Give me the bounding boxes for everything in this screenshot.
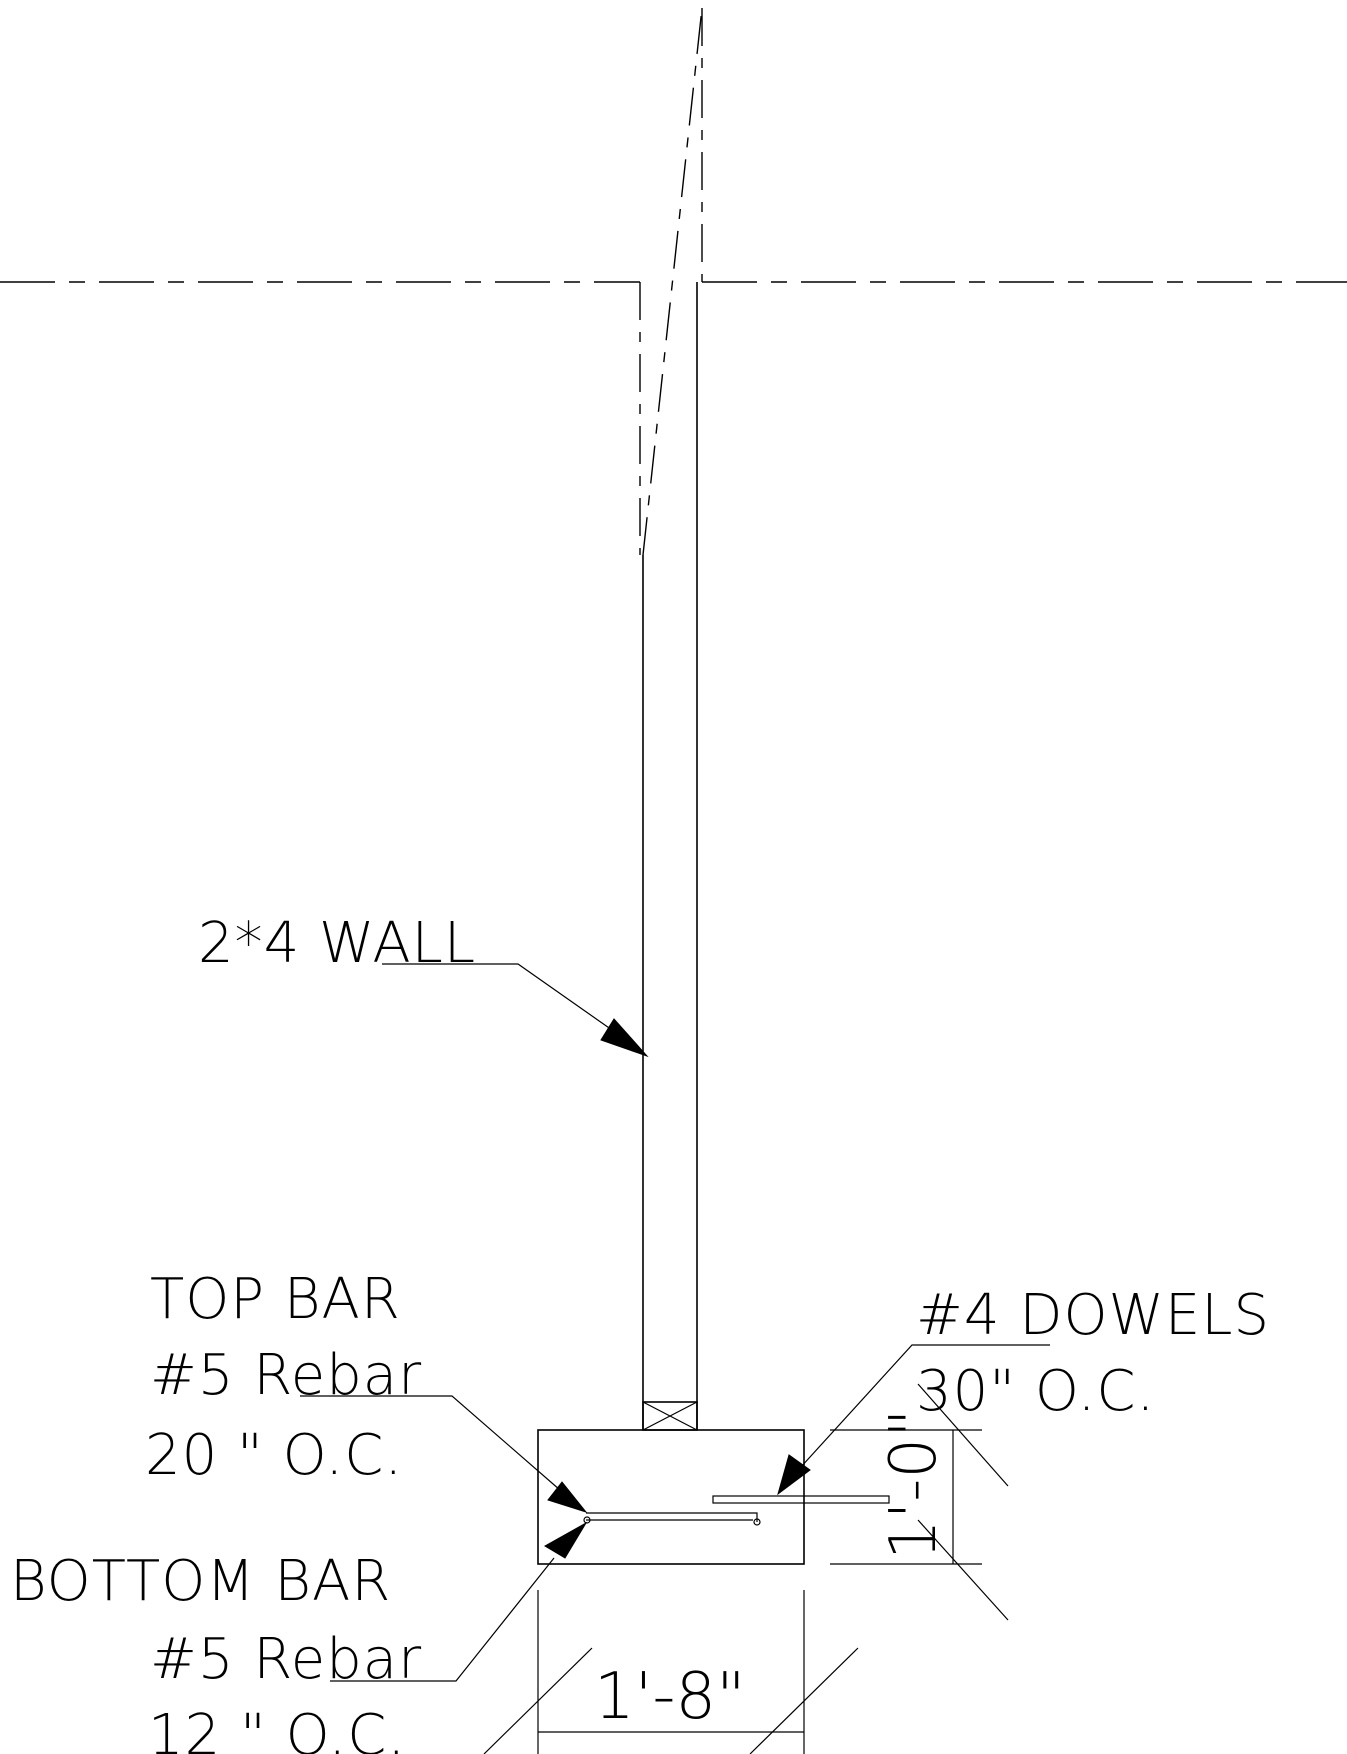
dowel-bar xyxy=(712,1495,890,1504)
footing-depth-label: 1'-0" xyxy=(877,1408,951,1560)
dowels-label-line2: 30" O.C. xyxy=(916,1359,1155,1424)
depth-tick-bottom xyxy=(917,1519,1009,1621)
bottom-rebar-end-right xyxy=(753,1518,761,1526)
top-bar-label-line2: #5 Rebar xyxy=(150,1343,422,1408)
width-tick-left xyxy=(483,1647,593,1754)
dowels-leader xyxy=(799,1344,1050,1469)
wall-leader-arrow xyxy=(600,1018,649,1058)
bottom-bar-label-line2: #5 Rebar xyxy=(150,1627,422,1692)
dowels-leader-arrow xyxy=(777,1454,811,1496)
wall-upper-dashed-slant xyxy=(642,7,703,556)
bottom-bar-label-line3: 12 " O.C. xyxy=(148,1703,406,1754)
bottom-rebar xyxy=(586,1512,758,1522)
bottom-bar-label-line1: BOTTOM BAR xyxy=(10,1549,391,1614)
wall-leader xyxy=(382,963,613,1031)
top-bar-leader xyxy=(300,1395,561,1491)
top-bar-label-line3: 20 " O.C. xyxy=(145,1423,403,1488)
bottom-bar-leader-arrow xyxy=(544,1521,588,1559)
bottom-bar-leader xyxy=(330,1557,555,1682)
top-bar-label-line1: TOP BAR xyxy=(150,1267,401,1332)
bottom-rebar-end-left xyxy=(583,1516,591,1524)
wall-label: 2*4 WALL xyxy=(198,911,476,976)
depth-tick-top xyxy=(917,1383,1009,1487)
top-bar-leader-arrow xyxy=(547,1481,588,1513)
footing xyxy=(537,1429,805,1565)
dowels-label-line1: #4 DOWELS xyxy=(916,1283,1270,1348)
width-tick-right xyxy=(749,1647,859,1754)
sill-plate-cross-2 xyxy=(642,1401,698,1431)
footing-width-label: 1'-8" xyxy=(594,1660,746,1734)
